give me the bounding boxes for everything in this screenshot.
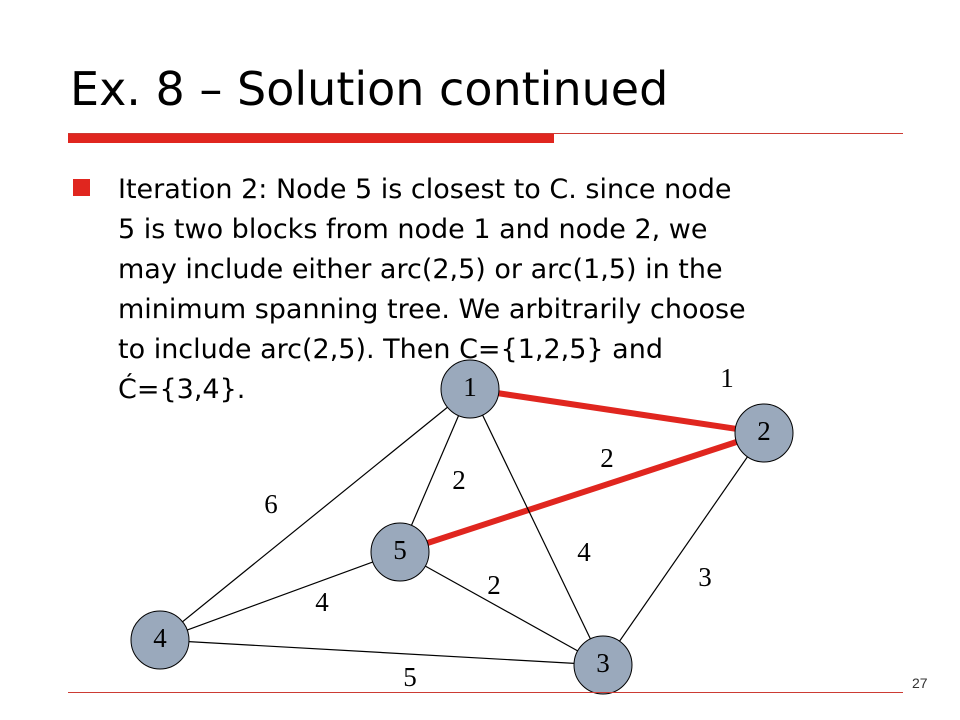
node-label-3: 3 [596, 648, 610, 678]
bullet-line: minimum spanning tree. We arbitrarily ch… [118, 294, 746, 325]
edge-weight-5-4: 4 [315, 587, 329, 617]
node-circle-4 [130, 610, 190, 670]
slide-number: 27 [912, 675, 928, 691]
title-divider-accent [68, 134, 554, 143]
edge-weight-1-3: 4 [577, 537, 591, 567]
node-circle-5 [370, 522, 430, 582]
edge-weight-1-5: 2 [452, 465, 466, 495]
edge-1-5 [399, 388, 471, 553]
edge-weight-1-4: 6 [264, 489, 278, 519]
bullet-line: Ć={3,4}. [118, 374, 246, 405]
edge-weight-2-5: 2 [600, 443, 614, 473]
tree-edge-2-5 [399, 430, 765, 555]
edge-weight-5-3: 2 [487, 570, 501, 600]
node-circle-1 [440, 359, 500, 419]
footer-divider [68, 692, 903, 693]
node-label-1: 1 [463, 372, 477, 402]
bullet-line: to include arc(2,5). Then C={1,2,5} and [118, 334, 663, 365]
bullet-line: may include either arc(2,5) or arc(1,5) … [118, 254, 723, 285]
slide-title: Ex. 8 – Solution continued [70, 62, 669, 116]
node-circle-3 [573, 635, 633, 695]
node-5: 5 [370, 522, 430, 582]
graph-edges [159, 386, 765, 666]
tree-edge-1-2 [469, 386, 765, 436]
bullet-line: Iteration 2: Node 5 is closest to C. sin… [118, 174, 732, 205]
node-label-2: 2 [757, 416, 771, 446]
edge-5-3 [399, 551, 604, 666]
node-3: 3 [573, 635, 633, 695]
edge-1-4 [159, 388, 471, 641]
bullet-paragraph: Iteration 2: Node 5 is closest to C. sin… [118, 170, 888, 410]
node-label-5: 5 [393, 535, 407, 565]
node-label-4: 4 [153, 623, 167, 653]
node-circle-2 [734, 403, 794, 463]
edge-4-3 [159, 639, 604, 666]
edge-weight-4-3: 5 [403, 662, 417, 692]
edge-weight-1-2: 1 [720, 363, 734, 393]
node-2: 2 [734, 403, 794, 463]
edge-1-3 [469, 388, 604, 666]
bullet-square-icon [73, 179, 90, 196]
graph-edge-weights: 1 2 2 6 4 3 2 4 5 [264, 363, 734, 692]
bullet-line: 5 is two blocks from node 1 and node 2, … [118, 214, 708, 245]
edge-5-4 [159, 551, 401, 641]
edge-2-3 [602, 432, 765, 666]
node-1: 1 [440, 359, 500, 419]
title-divider-thin [68, 133, 903, 134]
edge-weight-2-3: 3 [698, 562, 712, 592]
node-4: 4 [130, 610, 190, 670]
